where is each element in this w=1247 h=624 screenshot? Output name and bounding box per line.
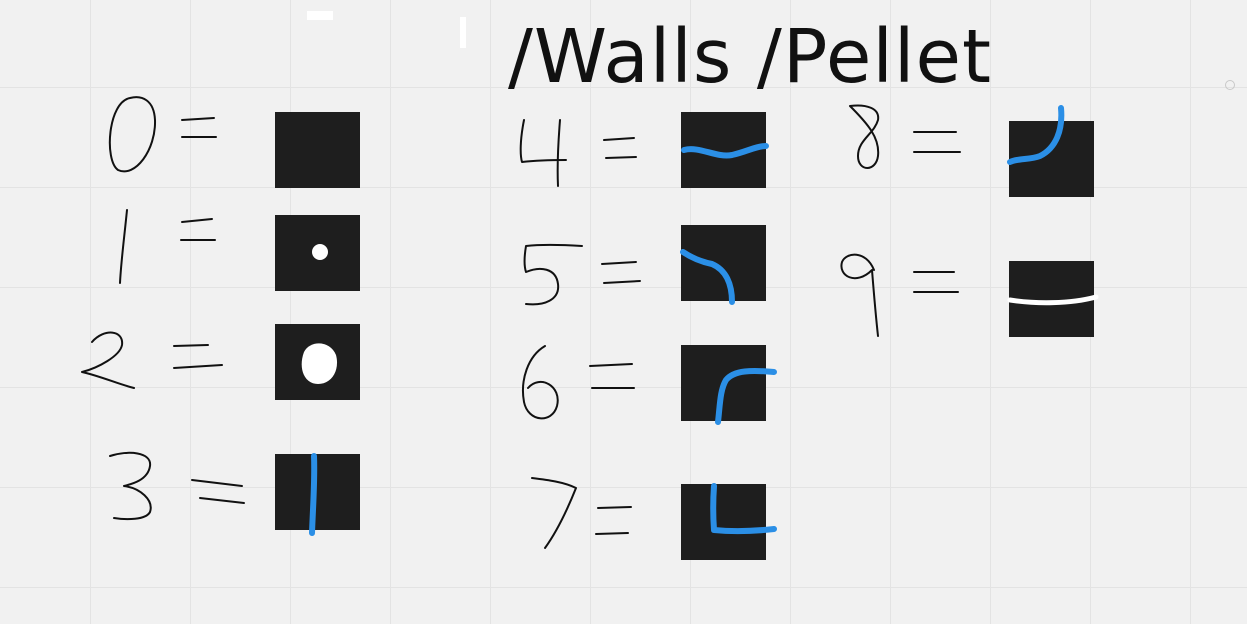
equals-sign <box>595 506 632 535</box>
digit-6 <box>522 345 559 420</box>
digit-3 <box>109 451 152 521</box>
legend-row-9 <box>840 253 1099 337</box>
legend-row-2 <box>81 324 360 400</box>
canvas-handle-icon[interactable] <box>1225 80 1235 90</box>
digit-1 <box>119 209 128 284</box>
legend-row-7 <box>531 477 777 560</box>
legend-row-5 <box>523 225 766 306</box>
digit-5 <box>523 243 583 306</box>
digit-4 <box>519 119 567 187</box>
equals-sign <box>913 131 961 153</box>
digit-0 <box>108 96 157 173</box>
tile-corner-top-right-wall <box>681 225 766 301</box>
equals-sign <box>603 137 637 159</box>
corner-bottom-right-wall-icon <box>1007 105 1065 165</box>
digit-9 <box>840 253 879 337</box>
horizontal-wall-icon <box>681 143 769 159</box>
power-pellet-icon <box>301 343 338 384</box>
tile-empty <box>275 112 360 188</box>
equals-sign <box>173 344 223 369</box>
corner-bottom-left-wall-icon <box>710 483 777 535</box>
equals-sign <box>589 363 635 389</box>
corner-top-right-wall-icon <box>680 249 735 305</box>
ghost-door-icon <box>1007 294 1099 306</box>
page-title: /Walls /Pellet <box>508 14 992 100</box>
equals-sign <box>191 479 245 504</box>
legend-row-8 <box>849 104 1094 197</box>
legend-row-4 <box>519 112 769 188</box>
legend-row-3 <box>109 451 360 536</box>
stray-mark-dash <box>307 11 333 20</box>
legend-row-6 <box>522 345 777 425</box>
stray-mark-bar <box>460 17 466 48</box>
equals-sign <box>180 218 216 241</box>
equals-sign <box>913 271 959 293</box>
legend-row-0 <box>108 96 360 188</box>
small-pellet-icon <box>312 244 328 260</box>
digit-8 <box>849 104 880 169</box>
tile-corner-bottom-left-wall <box>681 484 766 560</box>
corner-top-left-wall-icon <box>715 368 777 425</box>
vertical-wall-icon <box>309 453 318 536</box>
digit-2 <box>81 331 135 389</box>
equals-sign <box>601 261 641 284</box>
equals-sign <box>181 117 217 138</box>
tile-vertical-wall <box>275 454 360 530</box>
legend-row-1 <box>119 209 360 291</box>
page-title-text: /Walls /Pellet <box>508 14 992 100</box>
digit-7 <box>531 477 577 549</box>
